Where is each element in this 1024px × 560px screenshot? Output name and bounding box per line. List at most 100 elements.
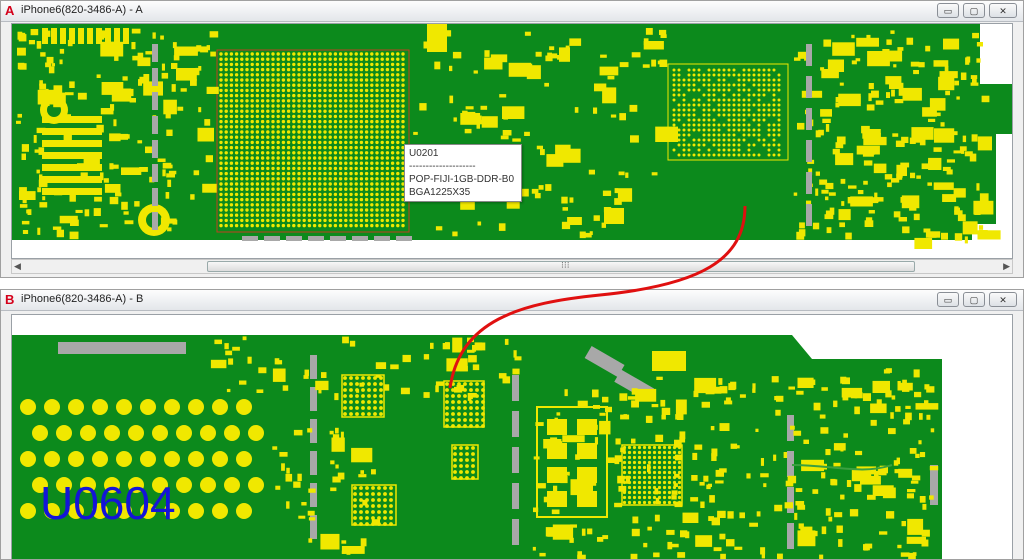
bga-ball [292, 52, 296, 56]
ic-ball [632, 445, 637, 450]
smd-pad [93, 208, 101, 216]
bga-ball [234, 145, 239, 150]
smd-pad [561, 221, 571, 230]
ic-ball [445, 406, 449, 410]
bga-ball [344, 177, 348, 181]
bga-ball [219, 140, 223, 145]
window-b-titlebar[interactable]: B iPhone6(820-3486-A) - B ▭ ▢ ✕ [1, 290, 1023, 311]
bga-ball [390, 93, 395, 98]
bga-ball [747, 123, 751, 127]
smd-pad [866, 34, 871, 41]
smd-pad [113, 119, 117, 127]
bga-ball [375, 218, 379, 223]
connector-pin [42, 176, 102, 183]
ic-ball [637, 455, 642, 460]
bga-ball [312, 223, 317, 228]
smd-pad [643, 38, 649, 46]
ic-ball [353, 516, 357, 520]
bga-ball [333, 166, 338, 171]
smd-pad [863, 136, 887, 146]
bga-ball [717, 88, 721, 92]
bga-ball [747, 113, 751, 117]
bga-ball [396, 125, 400, 129]
bga-ball [747, 93, 751, 97]
bga-ball [333, 99, 338, 103]
bga-ball [281, 119, 286, 124]
smd-pad [909, 448, 917, 454]
pcb-board-a[interactable] [12, 24, 1013, 258]
ic-ball [361, 406, 365, 410]
bga-ball [266, 119, 270, 124]
horizontal-scrollbar[interactable]: ◀ ⁝⁝⁝ ▶ [11, 259, 1013, 274]
pcb-board-b[interactable] [12, 315, 1013, 560]
bga-ball [707, 118, 711, 122]
ic-outline [451, 444, 479, 480]
bga-ball [354, 99, 358, 103]
bga-ball [349, 135, 353, 139]
board-view-b[interactable] [11, 314, 1013, 560]
ic-ball [657, 465, 662, 470]
bga-ball [757, 128, 761, 132]
ic-ball [373, 382, 377, 386]
smd-pad [272, 446, 278, 450]
smd-pad [145, 146, 154, 154]
bga-ball [682, 93, 686, 97]
minimize-button[interactable]: ▭ [937, 3, 959, 18]
smd-pad [854, 406, 860, 415]
scroll-right-icon[interactable]: ▶ [1003, 261, 1010, 271]
bga-ball [672, 98, 676, 102]
close-button[interactable]: ✕ [989, 292, 1017, 307]
gray-component [512, 519, 519, 545]
bga-ball [266, 135, 270, 139]
bga-ball [354, 93, 358, 98]
bga-ball [737, 138, 741, 142]
bga-ball [250, 88, 254, 93]
smd-pad [898, 217, 907, 222]
bga-ball [349, 78, 353, 82]
bga-ball [396, 78, 400, 82]
smd-pad [834, 512, 843, 518]
ic-ball [627, 465, 632, 470]
bga-ball [390, 177, 395, 181]
maximize-button[interactable]: ▢ [963, 3, 985, 18]
board-view-a[interactable] [11, 23, 1013, 259]
window-a[interactable]: A iPhone6(820-3486-A) - A ▭ ▢ ✕ ◀ ⁝⁝⁝ ▶ [0, 0, 1024, 278]
ic-ball [672, 465, 677, 470]
bga-ball [260, 156, 265, 160]
window-b[interactable]: B iPhone6(820-3486-A) - B ▭ ▢ ✕ [0, 289, 1024, 560]
bga-ball [281, 223, 286, 228]
bga-ball [380, 140, 384, 145]
ic-ball [373, 388, 377, 392]
smd-pad [910, 172, 916, 179]
bga-ball [307, 104, 312, 108]
smd-pad [197, 127, 214, 142]
minimize-button[interactable]: ▭ [937, 292, 959, 307]
bga-ball [401, 83, 405, 87]
bga-ball [240, 140, 244, 145]
smd-pad [735, 445, 740, 449]
bga-ball [328, 203, 332, 207]
bga-ball [281, 99, 286, 103]
bga-ball [328, 67, 332, 72]
smd-pad [923, 228, 931, 233]
smd-pad [498, 223, 506, 231]
maximize-button[interactable]: ▢ [963, 292, 985, 307]
bga-ball [722, 153, 726, 157]
bga-ball [219, 171, 223, 176]
smd-pad [871, 90, 879, 98]
window-a-titlebar[interactable]: A iPhone6(820-3486-A) - A ▭ ▢ ✕ [1, 1, 1023, 22]
scroll-left-icon[interactable]: ◀ [14, 261, 21, 271]
ic-ball [642, 465, 647, 470]
bga-ball [302, 218, 306, 223]
bga-ball [354, 208, 358, 212]
close-button[interactable]: ✕ [989, 3, 1017, 18]
scrollbar-thumb[interactable]: ⁝⁝⁝ [207, 260, 915, 272]
smd-pad [59, 48, 65, 54]
bga-ball [328, 182, 332, 186]
bga-ball [224, 135, 228, 139]
smd-pad [614, 198, 622, 205]
bga-ball [727, 138, 731, 142]
smd-pad [771, 376, 779, 383]
bga-ball [370, 62, 374, 67]
bga-ball [255, 109, 260, 113]
